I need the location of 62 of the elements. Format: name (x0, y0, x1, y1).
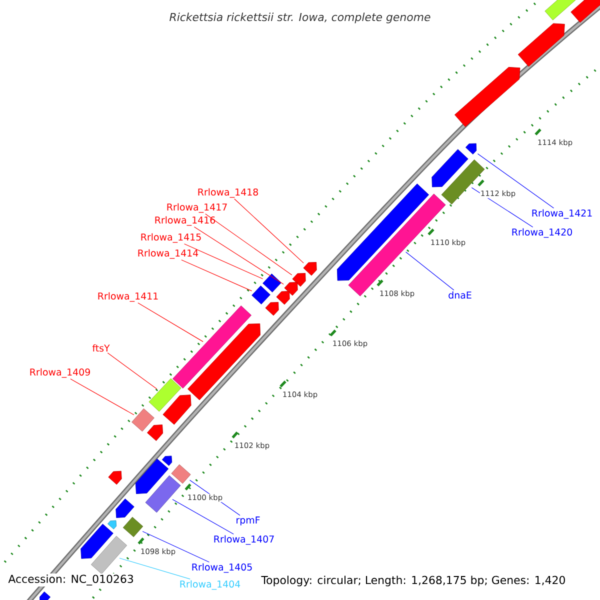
leader-line (70, 378, 134, 416)
gene-block (39, 592, 51, 600)
leader-line (234, 198, 304, 264)
footer-text: Accession: NC_010263 (7, 574, 135, 586)
gene-block (284, 282, 298, 296)
leader-line (477, 153, 554, 208)
leader-line (406, 252, 454, 290)
gene-block (262, 274, 282, 292)
gene-block (132, 408, 154, 432)
gene-label: Rrlowa_1404 (180, 580, 240, 590)
gene-label: Rrlowa_1417 (167, 203, 227, 213)
footer-text: Topology: circular; Length: 1,268,175 bp; Genes: 1,420 (259, 574, 568, 588)
gene-block (465, 143, 477, 154)
gene-label: Rrlowa_1418 (198, 188, 258, 198)
leader-line (138, 302, 204, 342)
gene-block (518, 23, 565, 67)
gene-label: Rrlowa_1411 (98, 292, 158, 302)
gene-label: dnaE (448, 291, 472, 299)
gene-block (252, 286, 270, 304)
gene-block (90, 536, 128, 574)
gene-label: rpmF (236, 516, 260, 526)
leader-line (172, 499, 234, 534)
gene-block (337, 184, 430, 281)
leader-line (205, 214, 292, 276)
leader-line (119, 558, 190, 580)
gene-block (454, 66, 520, 127)
gene-block (107, 520, 117, 530)
leader-line (181, 260, 252, 292)
gene-label: Rrlowa_1421 (532, 209, 592, 219)
gene-block (147, 424, 163, 441)
gene-label: Rrlowa_1420 (512, 228, 572, 238)
gene-block (265, 302, 279, 316)
gene-label: ftsY (92, 344, 110, 352)
gene-block (162, 456, 172, 466)
gene-block (108, 470, 122, 485)
gene-label: Rrlowa_1407 (214, 535, 274, 545)
gene-block (292, 273, 306, 287)
gene-label: Rrlowa_1416 (155, 216, 216, 226)
gene-label: Rrlowa_1405 (192, 563, 252, 573)
leader-line (184, 244, 264, 280)
gene-label: Rrlowa_1409 (30, 368, 90, 378)
gene-block (188, 323, 260, 400)
gene-block (135, 458, 169, 494)
gene-label: Rrlowa_1415 (141, 233, 201, 243)
gene-block (172, 306, 252, 388)
gene-block (276, 291, 290, 305)
leader-line (194, 226, 284, 285)
gene-block (80, 524, 114, 559)
gene-block (122, 516, 144, 538)
leader-line (107, 352, 158, 390)
gene-block (171, 464, 191, 484)
gene-block (162, 394, 192, 425)
leader-line (471, 187, 534, 228)
gene-block (148, 378, 182, 412)
gene-block (303, 262, 317, 276)
gene-block (570, 0, 600, 23)
leader-line (142, 531, 210, 562)
gene-block (116, 498, 134, 518)
gene-block (432, 149, 468, 188)
gene-label: Rrlowa_1414 (138, 249, 198, 259)
gene-block (145, 475, 181, 513)
title: Rickettsia rickettsii str. Iowa, complete genome (170, 12, 430, 24)
